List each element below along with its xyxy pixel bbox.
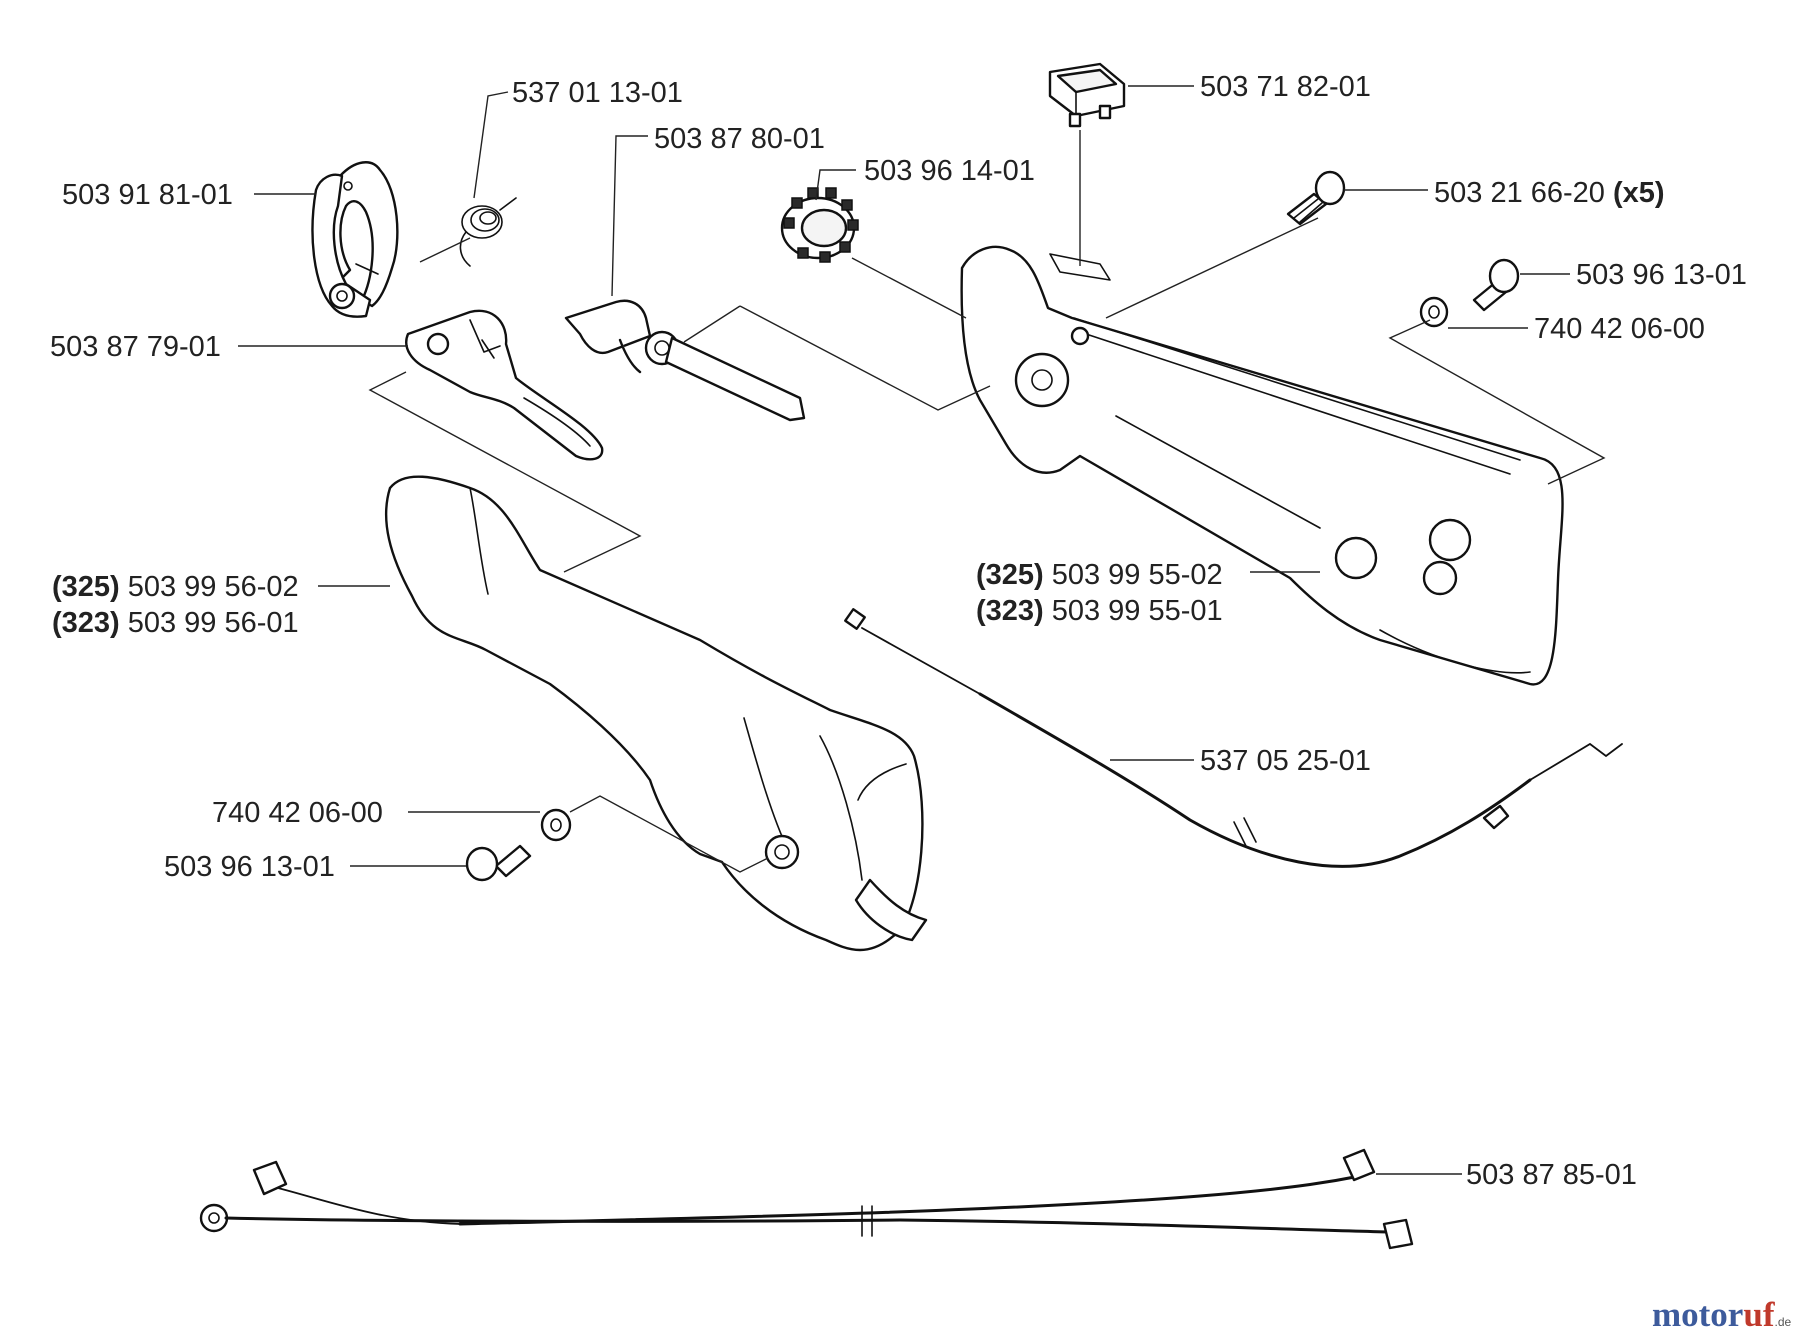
throttle-cable-part <box>844 608 1623 868</box>
watermark-text-b: uf <box>1743 1295 1774 1334</box>
label-503-99-55-02-number: 503 99 55-02 <box>1052 559 1223 591</box>
handle-half-left <box>384 475 928 952</box>
label-503-99-55-01-number: 503 99 55-01 <box>1052 595 1223 627</box>
clamp-part <box>311 161 399 318</box>
label-503-21-66-20: 503 21 66-20(x5) <box>1434 177 1665 209</box>
watermark-suffix: .de <box>1774 1315 1791 1329</box>
trigger-part <box>405 309 604 461</box>
screw-washer-right <box>1419 258 1520 328</box>
label-503-99-55-01: (323)503 99 55-01 <box>976 595 1223 627</box>
label-503-99-56-02-model: (325) <box>52 571 120 603</box>
label-503-91-81-01: 503 91 81-01 <box>62 179 233 211</box>
label-537-01-13-01: 537 01 13-01 <box>512 77 683 109</box>
leader-lines <box>238 85 1606 1175</box>
watermark-text-a: motor <box>1652 1295 1743 1334</box>
watermark-text: motoruf.de <box>1652 1295 1791 1334</box>
spring-part <box>459 197 517 267</box>
wire-harness-part <box>199 1148 1414 1250</box>
label-740-42-06-00-top: 740 42 06-00 <box>1534 313 1705 345</box>
label-503-96-14-01: 503 96 14-01 <box>864 155 1035 187</box>
label-503-99-55-01-model: (323) <box>976 595 1044 627</box>
label-537-05-25-01: 537 05 25-01 <box>1200 745 1371 777</box>
label-503-99-56-01-number: 503 99 56-01 <box>128 607 299 639</box>
label-503-99-56-02: (325)503 99 56-02 <box>52 571 299 603</box>
label-503-21-66-20-qty: (x5) <box>1613 177 1665 209</box>
label-503-99-56-01-model: (323) <box>52 607 120 639</box>
watermark-logo: motoruf.de <box>1652 1295 1791 1334</box>
label-503-87-85-01: 503 87 85-01 <box>1466 1159 1637 1191</box>
switch-part <box>1048 62 1126 128</box>
label-503-99-56-02-number: 503 99 56-02 <box>128 571 299 603</box>
label-503-87-79-01: 503 87 79-01 <box>50 331 221 363</box>
label-503-99-55-02: (325)503 99 55-02 <box>976 559 1223 591</box>
grommet-part <box>780 187 859 263</box>
handle-half-right <box>960 245 1564 686</box>
throttle-lever-part <box>564 299 806 422</box>
label-503-96-13-01-bottom: 503 96 13-01 <box>164 851 335 883</box>
label-503-71-82-01: 503 71 82-01 <box>1200 71 1371 103</box>
label-503-87-80-01: 503 87 80-01 <box>654 123 825 155</box>
label-503-99-55-02-model: (325) <box>976 559 1044 591</box>
label-740-42-06-00-bottom: 740 42 06-00 <box>212 797 383 829</box>
label-503-21-66-20-number: 503 21 66-20 <box>1434 177 1605 209</box>
part-labels: 537 01 13-01 503 87 80-01 503 91 81-01 5… <box>50 71 1747 1191</box>
label-503-99-56-01: (323)503 99 56-01 <box>52 607 299 639</box>
screw-washer-left <box>465 808 572 882</box>
label-503-96-13-01-top: 503 96 13-01 <box>1576 259 1747 291</box>
screw-part-top <box>1286 170 1346 226</box>
